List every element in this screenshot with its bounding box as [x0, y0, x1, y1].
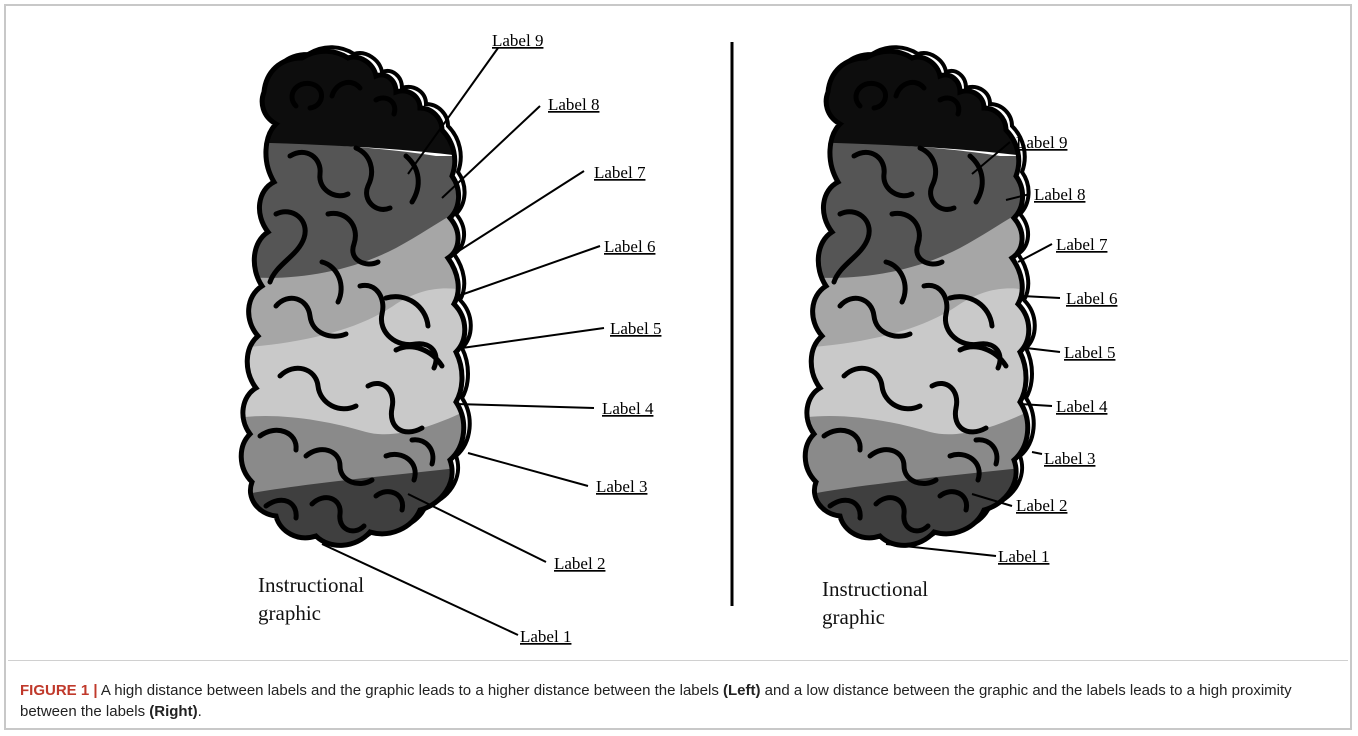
right-label-8: Label 8	[1034, 185, 1085, 204]
leader-line-left-3	[468, 453, 588, 486]
left-label-2: Label 2	[554, 554, 605, 573]
right-graphic-title-line1: Instructional	[822, 577, 928, 601]
left-label-6: Label 6	[604, 237, 655, 256]
right-label-2: Label 2	[1016, 496, 1067, 515]
right-graphic-title-line2: graphic	[822, 605, 885, 629]
left-label-1: Label 1	[520, 627, 571, 646]
left-graphic-title-line2: graphic	[258, 601, 321, 625]
caption-right-word: (Right)	[149, 703, 197, 720]
left-label-3: Label 3	[596, 477, 647, 496]
figure-frame: Label 1 Label 2 Label 3 Label 4 Label 5 …	[4, 4, 1352, 730]
leader-line-right-1	[886, 544, 996, 556]
leader-line-right-5	[1026, 348, 1060, 352]
caption-divider	[8, 660, 1348, 661]
leader-line-left-7	[454, 171, 584, 254]
right-label-9: Label 9	[1016, 133, 1067, 152]
leader-line-right-6	[1022, 296, 1060, 298]
left-graphic-title-line1: Instructional	[258, 573, 364, 597]
caption-text-part1: A high distance between labels and the g…	[98, 682, 723, 699]
left-label-4: Label 4	[602, 399, 654, 418]
leader-line-left-2	[408, 494, 546, 562]
left-label-5: Label 5	[610, 319, 661, 338]
leader-line-left-4	[456, 404, 594, 408]
figure-caption: FIGURE 1 | A high distance between label…	[20, 680, 1340, 722]
figure-canvas: Label 1 Label 2 Label 3 Label 4 Label 5 …	[6, 6, 1354, 656]
left-label-8: Label 8	[548, 95, 599, 114]
leader-line-left-5	[462, 328, 604, 348]
left-label-9: Label 9	[492, 31, 543, 50]
left-label-7: Label 7	[594, 163, 646, 182]
caption-left-word: (Left)	[723, 682, 761, 699]
right-label-5: Label 5	[1064, 343, 1115, 362]
leader-line-left-6	[458, 246, 600, 296]
right-label-7: Label 7	[1056, 235, 1108, 254]
right-label-4: Label 4	[1056, 397, 1108, 416]
right-label-6: Label 6	[1066, 289, 1117, 308]
caption-end: .	[198, 703, 202, 720]
leader-line-right-3	[1032, 452, 1042, 454]
brain-graphic-right	[800, 36, 1040, 576]
brain-graphic-left	[236, 36, 476, 576]
right-label-1: Label 1	[998, 547, 1049, 566]
figure-number: FIGURE 1 |	[20, 682, 98, 699]
right-label-3: Label 3	[1044, 449, 1095, 468]
